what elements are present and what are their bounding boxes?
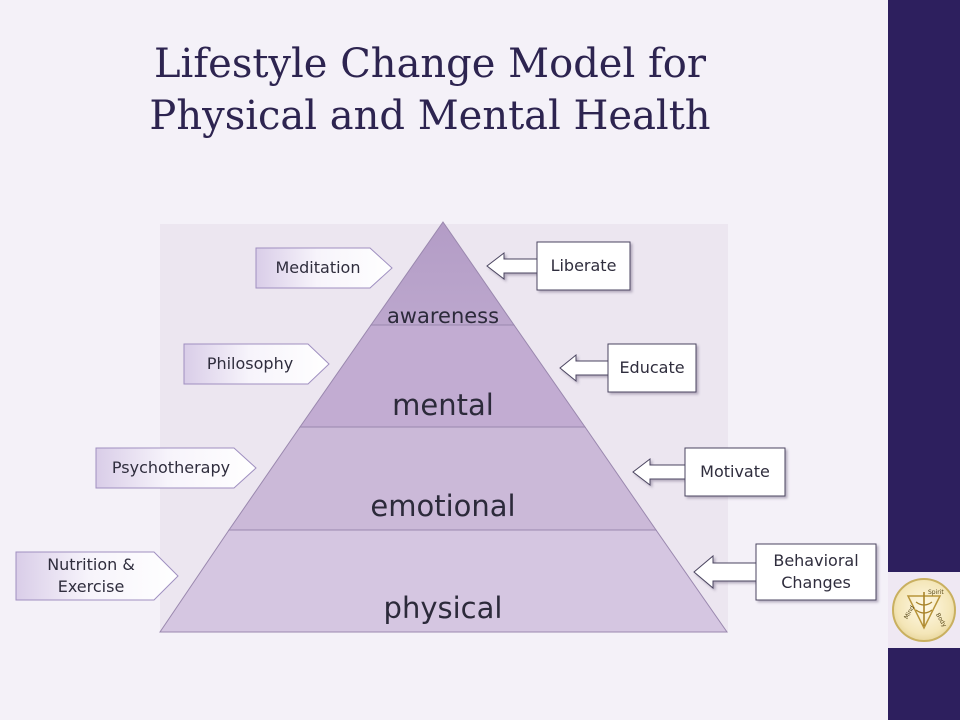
level-label-awareness: awareness bbox=[386, 304, 500, 328]
callout-educate: Educate bbox=[619, 358, 685, 377]
pyramid-level-awareness bbox=[370, 221, 515, 326]
level-label-mental: mental bbox=[392, 388, 494, 422]
logo-word-spirit: Spirit bbox=[928, 589, 944, 596]
callout-psychotherapy-shape bbox=[95, 447, 257, 489]
callout-behavioral-shape bbox=[693, 543, 877, 601]
callout-nutrition-exercise: Nutrition & Exercise bbox=[18, 552, 164, 600]
callout-psychotherapy: Psychotherapy bbox=[111, 458, 231, 477]
slide-title: Lifestyle Change Model for Physical and … bbox=[120, 38, 740, 142]
callout-philosophy-shape bbox=[183, 343, 330, 385]
callout-motivate: Motivate bbox=[700, 462, 770, 481]
spirit-mind-body-logo: Spirit Mind Body bbox=[888, 572, 960, 648]
callout-liberate-shape bbox=[486, 241, 631, 291]
logo-disc: Spirit Mind Body bbox=[892, 578, 956, 642]
title-line-2: Physical and Mental Health bbox=[149, 93, 711, 139]
caduceus-icon: Spirit Mind Body bbox=[903, 589, 948, 630]
callout-meditation-shape bbox=[255, 247, 393, 289]
title-line-1: Lifestyle Change Model for bbox=[153, 41, 706, 87]
callout-philosophy: Philosophy bbox=[206, 354, 294, 373]
callout-educate-shape bbox=[559, 343, 697, 393]
callout-liberate: Liberate bbox=[550, 256, 617, 275]
callout-nutrition-shape bbox=[15, 551, 179, 601]
callout-behavioral-line-2: Changes bbox=[781, 573, 851, 592]
callout-nutrition-line-1: Nutrition & bbox=[47, 555, 135, 574]
callout-meditation: Meditation bbox=[275, 258, 361, 277]
level-label-physical: physical bbox=[383, 591, 503, 625]
callout-behavioral-changes: Behavioral Changes bbox=[756, 544, 876, 600]
callout-motivate-shape bbox=[632, 447, 786, 497]
callout-behavioral-line-1: Behavioral bbox=[773, 551, 859, 570]
callout-nutrition-line-2: Exercise bbox=[57, 577, 125, 596]
level-label-emotional: emotional bbox=[370, 489, 516, 523]
logo-word-mind: Mind bbox=[903, 604, 916, 620]
logo-word-body: Body bbox=[934, 612, 948, 629]
